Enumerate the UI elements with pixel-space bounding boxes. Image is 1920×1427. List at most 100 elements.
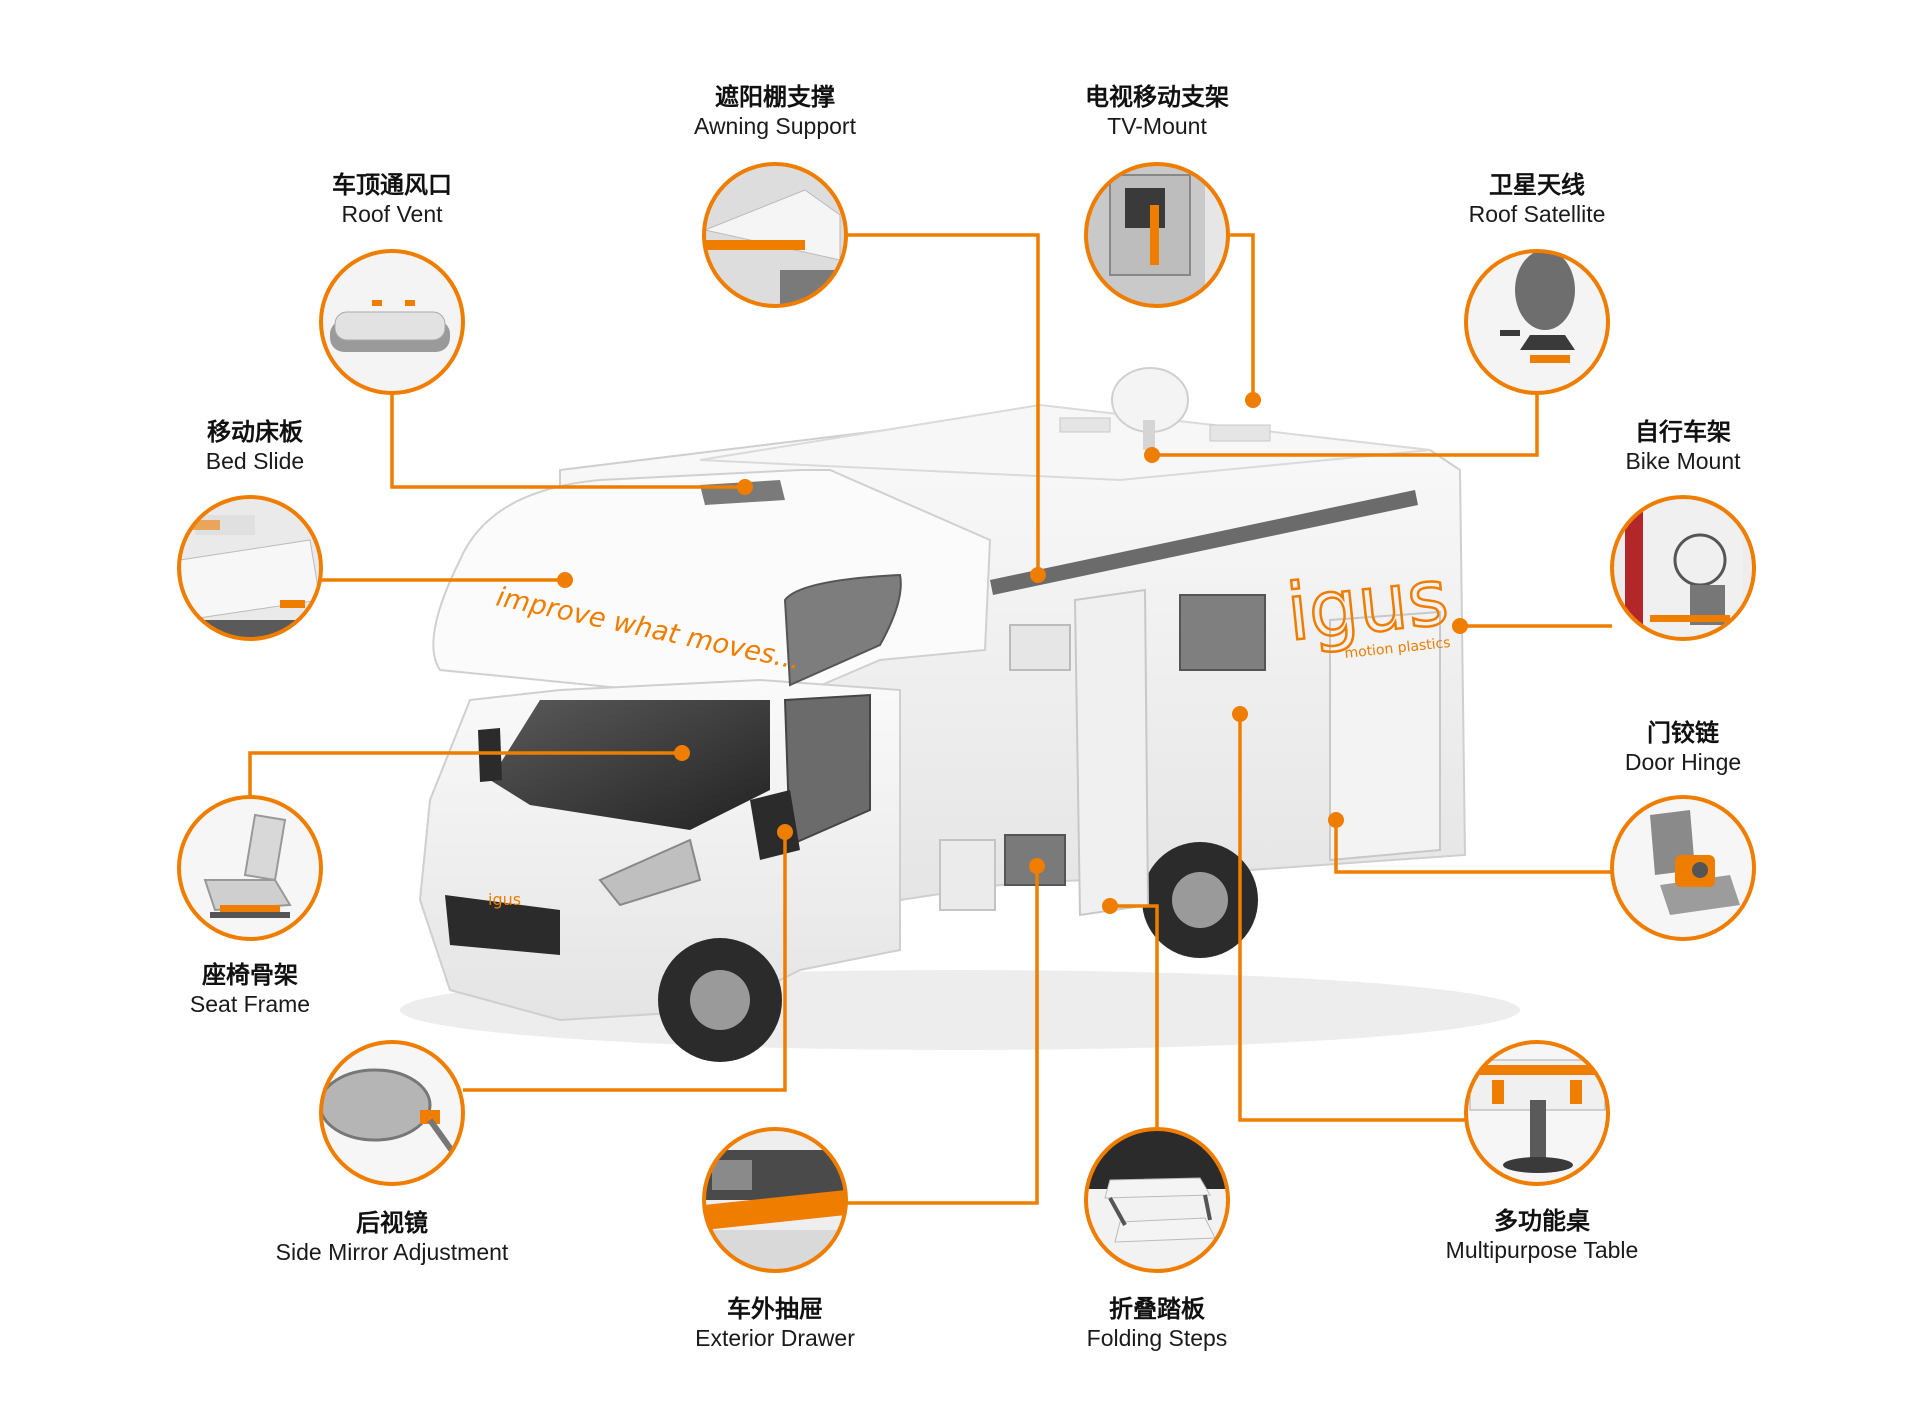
anchor-bike bbox=[1452, 618, 1468, 634]
body-window-1 bbox=[1179, 594, 1266, 671]
label-zh: 多功能桌 bbox=[1494, 1207, 1590, 1235]
callout-folding-steps[interactable] bbox=[1084, 1127, 1230, 1273]
label-en: Exterior Drawer bbox=[695, 1325, 855, 1351]
label-en: Roof Satellite bbox=[1468, 201, 1606, 227]
callout-roof-satellite[interactable] bbox=[1464, 249, 1610, 395]
callout-roof-vent[interactable] bbox=[319, 249, 465, 395]
leader-satellite bbox=[1152, 393, 1539, 457]
roof-surface bbox=[699, 403, 1431, 482]
label-tv-mount: 电视移动支架 TV-Mount bbox=[1057, 82, 1257, 141]
side-hatch bbox=[939, 839, 996, 911]
awning-rail bbox=[990, 490, 1418, 595]
tv-mount-icon bbox=[1086, 164, 1228, 306]
roof-vent-icon bbox=[330, 300, 450, 352]
label-bed-slide: 移动床板 Bed Slide bbox=[155, 417, 355, 476]
callout-anchor-dots bbox=[557, 392, 1468, 914]
label-zh: 后视镜 bbox=[356, 1209, 428, 1237]
anchor-tv bbox=[1245, 392, 1261, 408]
leader-awning bbox=[846, 233, 1040, 575]
mirror-icon bbox=[321, 1068, 458, 1157]
label-roof-vent: 车顶通风口 Roof Vent bbox=[292, 170, 492, 229]
table-icon bbox=[1469, 1059, 1606, 1173]
side-mirror bbox=[750, 790, 800, 860]
leader-table bbox=[1238, 714, 1466, 1122]
anchor-mirror bbox=[777, 824, 793, 840]
callout-multipurpose-table[interactable] bbox=[1464, 1040, 1610, 1186]
label-en: Roof Vent bbox=[341, 201, 443, 227]
label-zh: 车外抽屉 bbox=[727, 1295, 823, 1323]
callout-seat-frame[interactable] bbox=[177, 795, 323, 941]
anchor-roof-vent bbox=[737, 479, 753, 495]
body-vent-1 bbox=[1009, 624, 1071, 671]
label-side-mirror: 后视镜 Side Mirror Adjustment bbox=[242, 1208, 542, 1267]
satellite-stand bbox=[1143, 420, 1155, 450]
label-zh: 移动床板 bbox=[207, 418, 303, 446]
overcab-window bbox=[783, 573, 902, 687]
label-zh: 折叠踏板 bbox=[1109, 1295, 1205, 1323]
callout-awning-support[interactable] bbox=[700, 160, 850, 310]
callout-side-mirror[interactable] bbox=[319, 1040, 465, 1186]
label-en: Seat Frame bbox=[189, 991, 311, 1017]
satellite-icon bbox=[1500, 251, 1575, 363]
callout-door-hinge[interactable] bbox=[1610, 795, 1756, 941]
label-zh: 车顶通风口 bbox=[332, 171, 452, 199]
anchor-awning bbox=[1030, 567, 1046, 583]
anchor-seat bbox=[674, 745, 690, 761]
anchor-hinge bbox=[1328, 812, 1344, 828]
anchor-steps bbox=[1102, 898, 1118, 914]
headlight bbox=[598, 838, 702, 907]
label-en: Awning Support bbox=[694, 113, 856, 139]
callout-leader-lines bbox=[248, 233, 1612, 1205]
anchor-satellite bbox=[1144, 447, 1160, 463]
label-door-hinge: 门铰链 Door Hinge bbox=[1583, 718, 1783, 777]
label-en: Side Mirror Adjustment bbox=[275, 1239, 509, 1265]
roof-hatch-1 bbox=[1059, 417, 1111, 433]
label-awning-support: 遮阳棚支撑 Awning Support bbox=[675, 82, 875, 141]
awning-icon bbox=[704, 164, 846, 306]
label-en: Bed Slide bbox=[205, 448, 305, 474]
hinge-icon bbox=[1650, 810, 1740, 915]
grille bbox=[445, 895, 560, 955]
anchor-table bbox=[1232, 706, 1248, 722]
leader-tv bbox=[1228, 233, 1255, 400]
rear-door bbox=[1329, 610, 1441, 862]
seat-frame-icon bbox=[203, 813, 292, 918]
leader-mirror bbox=[463, 832, 787, 1092]
label-en: Multipurpose Table bbox=[1445, 1237, 1639, 1263]
label-roof-satellite: 卫星天线 Roof Satellite bbox=[1437, 170, 1637, 229]
label-zh: 座椅骨架 bbox=[202, 961, 298, 989]
front-wheel-hub bbox=[690, 970, 750, 1030]
windshield bbox=[490, 700, 770, 830]
leader-seat bbox=[248, 751, 682, 797]
callout-tv-mount[interactable] bbox=[1084, 162, 1230, 308]
label-zh: 卫星天线 bbox=[1489, 171, 1585, 199]
anchor-bed-slide bbox=[557, 572, 573, 588]
label-zh: 门铰链 bbox=[1647, 719, 1719, 747]
leader-roof-vent bbox=[390, 393, 745, 489]
leader-drawer bbox=[846, 866, 1039, 1205]
label-en: Bike Mount bbox=[1625, 448, 1741, 474]
label-en: Folding Steps bbox=[1086, 1325, 1228, 1351]
label-zh: 自行车架 bbox=[1635, 418, 1731, 446]
callout-exterior-drawer[interactable] bbox=[702, 1127, 848, 1273]
left-mirror bbox=[478, 728, 502, 782]
label-en: Door Hinge bbox=[1624, 749, 1742, 775]
callout-bike-mount[interactable] bbox=[1610, 495, 1756, 641]
label-seat-frame: 座椅骨架 Seat Frame bbox=[150, 960, 350, 1019]
label-bike-mount: 自行车架 Bike Mount bbox=[1583, 417, 1783, 476]
rear-wheel-hub bbox=[1172, 872, 1228, 928]
entry-door bbox=[1073, 588, 1150, 917]
label-en: TV-Mount bbox=[1107, 113, 1207, 139]
van-logo: igus bbox=[1283, 553, 1453, 659]
roof-hatch-2 bbox=[1209, 424, 1271, 442]
label-folding-steps: 折叠踏板 Folding Steps bbox=[1057, 1294, 1257, 1353]
label-exterior-drawer: 车外抽屉 Exterior Drawer bbox=[675, 1294, 875, 1353]
leader-hinge bbox=[1334, 820, 1612, 874]
callout-bed-slide[interactable] bbox=[177, 495, 323, 641]
anchor-drawer bbox=[1029, 858, 1045, 874]
bike-mount-icon bbox=[1625, 500, 1743, 639]
label-zh: 电视移动支架 bbox=[1085, 83, 1229, 111]
leader-steps bbox=[1110, 904, 1159, 1129]
label-zh: 遮阳棚支撑 bbox=[715, 83, 835, 111]
